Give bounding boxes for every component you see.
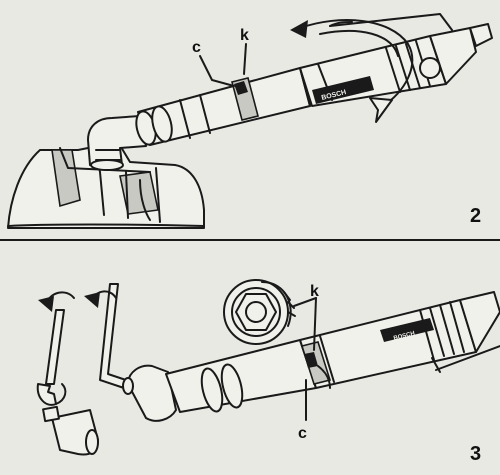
turn-arrows [38, 290, 117, 312]
callout-c: c [192, 39, 201, 56]
hex-key [99, 283, 127, 389]
callout-c-lower: c [298, 425, 307, 442]
screwdriver-body: BOSCH [135, 13, 493, 146]
callouts-panel-2: c k [192, 27, 249, 87]
screwdriver-body-lower: BOSCH [122, 291, 500, 422]
bench-vise [7, 141, 205, 229]
removed-angle-head [42, 405, 99, 456]
panel-3: BOSCH k c 3 [36, 279, 500, 465]
callouts-panel-3: k c [293, 283, 319, 442]
clutch-detail [223, 279, 296, 345]
angle-head [87, 115, 147, 171]
panel-number-lower: 3 [470, 443, 481, 465]
callout-k: k [240, 27, 249, 44]
rotation-arrows [290, 19, 414, 123]
open-end-wrench [36, 309, 67, 406]
panel-2: BOSCH c k 2 [7, 13, 493, 229]
brand-text-lower: BOSCH [393, 331, 415, 342]
panel-number: 2 [470, 205, 481, 227]
callout-k-lower: k [310, 283, 319, 300]
